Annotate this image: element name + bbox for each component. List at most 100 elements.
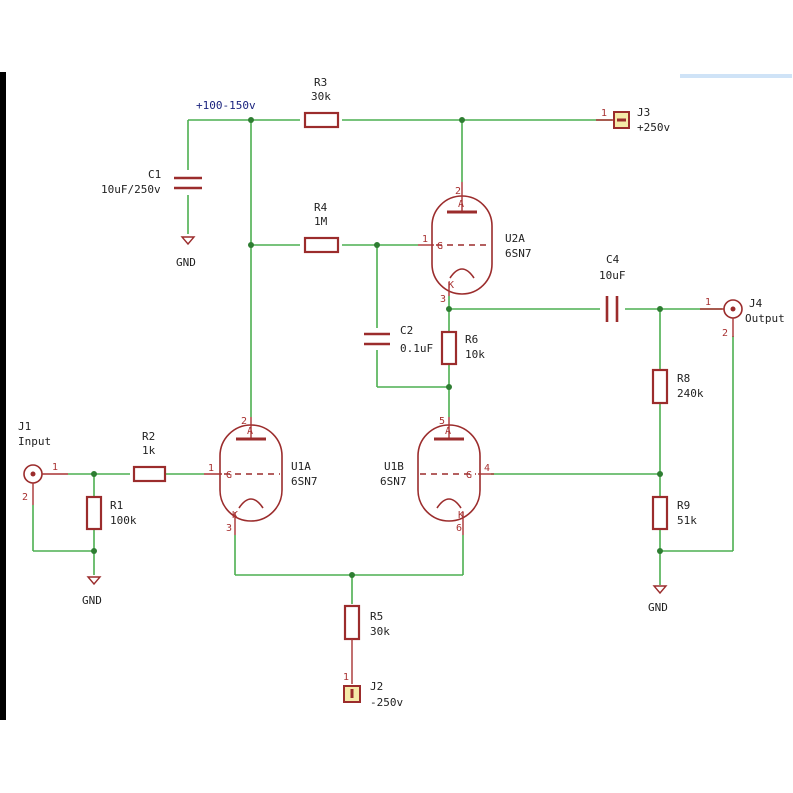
anode-letter: A (445, 426, 451, 437)
resistor-body (440, 330, 458, 366)
value-label: 6SN7 (505, 247, 532, 260)
resistor-r6[interactable]: R6 10k (440, 330, 485, 366)
value-label: 10uF (599, 269, 626, 282)
grid-letter: G (226, 470, 232, 481)
tube-u1a[interactable]: 2 1 3 A G K U1A 6SN7 (204, 416, 318, 535)
ref-label: R3 (314, 76, 327, 89)
junction-dot (248, 242, 254, 248)
gnd-symbol-input: GND (82, 576, 102, 607)
pin-number: 3 (226, 523, 232, 534)
resistor-r2[interactable]: R2 1k (132, 430, 167, 483)
cathode-letter: K (458, 510, 464, 521)
connector-j2[interactable]: J2 -250v (343, 680, 403, 709)
value-label: -250v (370, 696, 403, 709)
ref-label: C2 (400, 324, 413, 337)
pin-number: 1 (422, 234, 428, 245)
capacitor-c1[interactable]: C1 10uF/250v (101, 168, 202, 196)
ref-label: J2 (370, 680, 383, 693)
ref-label: U2A (505, 232, 525, 245)
ref-label: U1B (384, 460, 404, 473)
grid-letter: G (466, 470, 472, 481)
resistor-r5[interactable]: R5 30k (343, 604, 390, 641)
ref-label: U1A (291, 460, 311, 473)
ref-label: J1 (18, 420, 31, 433)
connector-j4[interactable]: 1 2 J4 Output (700, 297, 785, 339)
grid-letter: G (437, 241, 443, 252)
junction-dot (446, 384, 452, 390)
gnd-symbol-output: GND (648, 585, 668, 614)
gnd-symbol-c1: GND (176, 236, 196, 269)
value-label: 240k (677, 387, 704, 400)
tube-u2a[interactable]: 2 1 3 A G K U2A 6SN7 (418, 182, 532, 305)
value-label: 10k (465, 348, 485, 361)
ref-label: J4 (749, 297, 763, 310)
value-label: 10uF/250v (101, 183, 161, 196)
ref-label: R4 (314, 201, 328, 214)
junctions (91, 117, 663, 578)
junction-dot (91, 471, 97, 477)
pin-number: 2 (455, 186, 461, 197)
value-label: 51k (677, 514, 697, 527)
ground-icon (180, 236, 196, 246)
coax-center (30, 471, 36, 477)
net-label-supply: +100-150v (196, 99, 256, 112)
coax-center (730, 306, 736, 312)
tube-cathode-arc (436, 498, 462, 509)
value-label: Output (745, 312, 785, 325)
junction-dot (248, 117, 254, 123)
pin-number: 2 (22, 492, 28, 503)
ref-label: J3 (637, 106, 650, 119)
gnd-label: GND (82, 594, 102, 607)
resistor-r8[interactable]: R8 240k (651, 368, 704, 405)
value-label: 100k (110, 514, 137, 527)
ref-label: R2 (142, 430, 155, 443)
capacitor-c2[interactable]: C2 0.1uF (364, 324, 433, 355)
tube-cathode-arc (238, 498, 264, 509)
ground-icon (86, 576, 102, 586)
resistor-r3[interactable]: R3 30k (303, 76, 340, 129)
value-label: 1k (142, 444, 156, 457)
resistor-r4[interactable]: R4 1M (303, 201, 340, 254)
junction-dot (91, 548, 97, 554)
gnd-label: GND (648, 601, 668, 614)
anode-letter: A (247, 426, 253, 437)
resistor-body (651, 495, 669, 531)
pin-number: 5 (439, 416, 445, 427)
ref-label: R8 (677, 372, 690, 385)
junction-dot (657, 548, 663, 554)
resistor-body (303, 236, 340, 254)
junction-dot (349, 572, 355, 578)
anode-letter: A (458, 199, 464, 210)
resistor-body (303, 111, 340, 129)
ref-label: R6 (465, 333, 478, 346)
resistor-body (343, 604, 361, 641)
value-label: Input (18, 435, 51, 448)
tube-u1b[interactable]: 5 4 6 A G K U1B 6SN7 (380, 416, 494, 535)
junction-dot (446, 306, 452, 312)
pin-number: 1 (52, 462, 58, 473)
value-label: 30k (370, 625, 390, 638)
pin-number: 2 (722, 328, 728, 339)
value-label: 0.1uF (400, 342, 433, 355)
resistor-r9[interactable]: R9 51k (651, 495, 697, 531)
junction-dot (657, 471, 663, 477)
value-label: 6SN7 (380, 475, 407, 488)
junction-dot (657, 306, 663, 312)
tube-cathode-arc (449, 268, 475, 279)
connector-j1[interactable]: 1 2 J1 Input (18, 420, 68, 505)
junction-dot (459, 117, 465, 123)
pin-number: 1 (705, 297, 711, 308)
pin-number: 1 (343, 672, 349, 683)
resistor-r1[interactable]: R1 100k (85, 495, 137, 531)
gnd-label: GND (176, 256, 196, 269)
pin-number: 1 (208, 463, 214, 474)
connector-j3[interactable]: 1 J3 +250v (596, 106, 670, 134)
value-label: 30k (311, 90, 331, 103)
capacitor-c4[interactable]: C4 10uF (599, 253, 626, 322)
cathode-letter: K (448, 280, 454, 291)
ref-label: R5 (370, 610, 383, 623)
top-right-mark (680, 74, 792, 78)
pin-number: 2 (241, 416, 247, 427)
junction-dot (374, 242, 380, 248)
